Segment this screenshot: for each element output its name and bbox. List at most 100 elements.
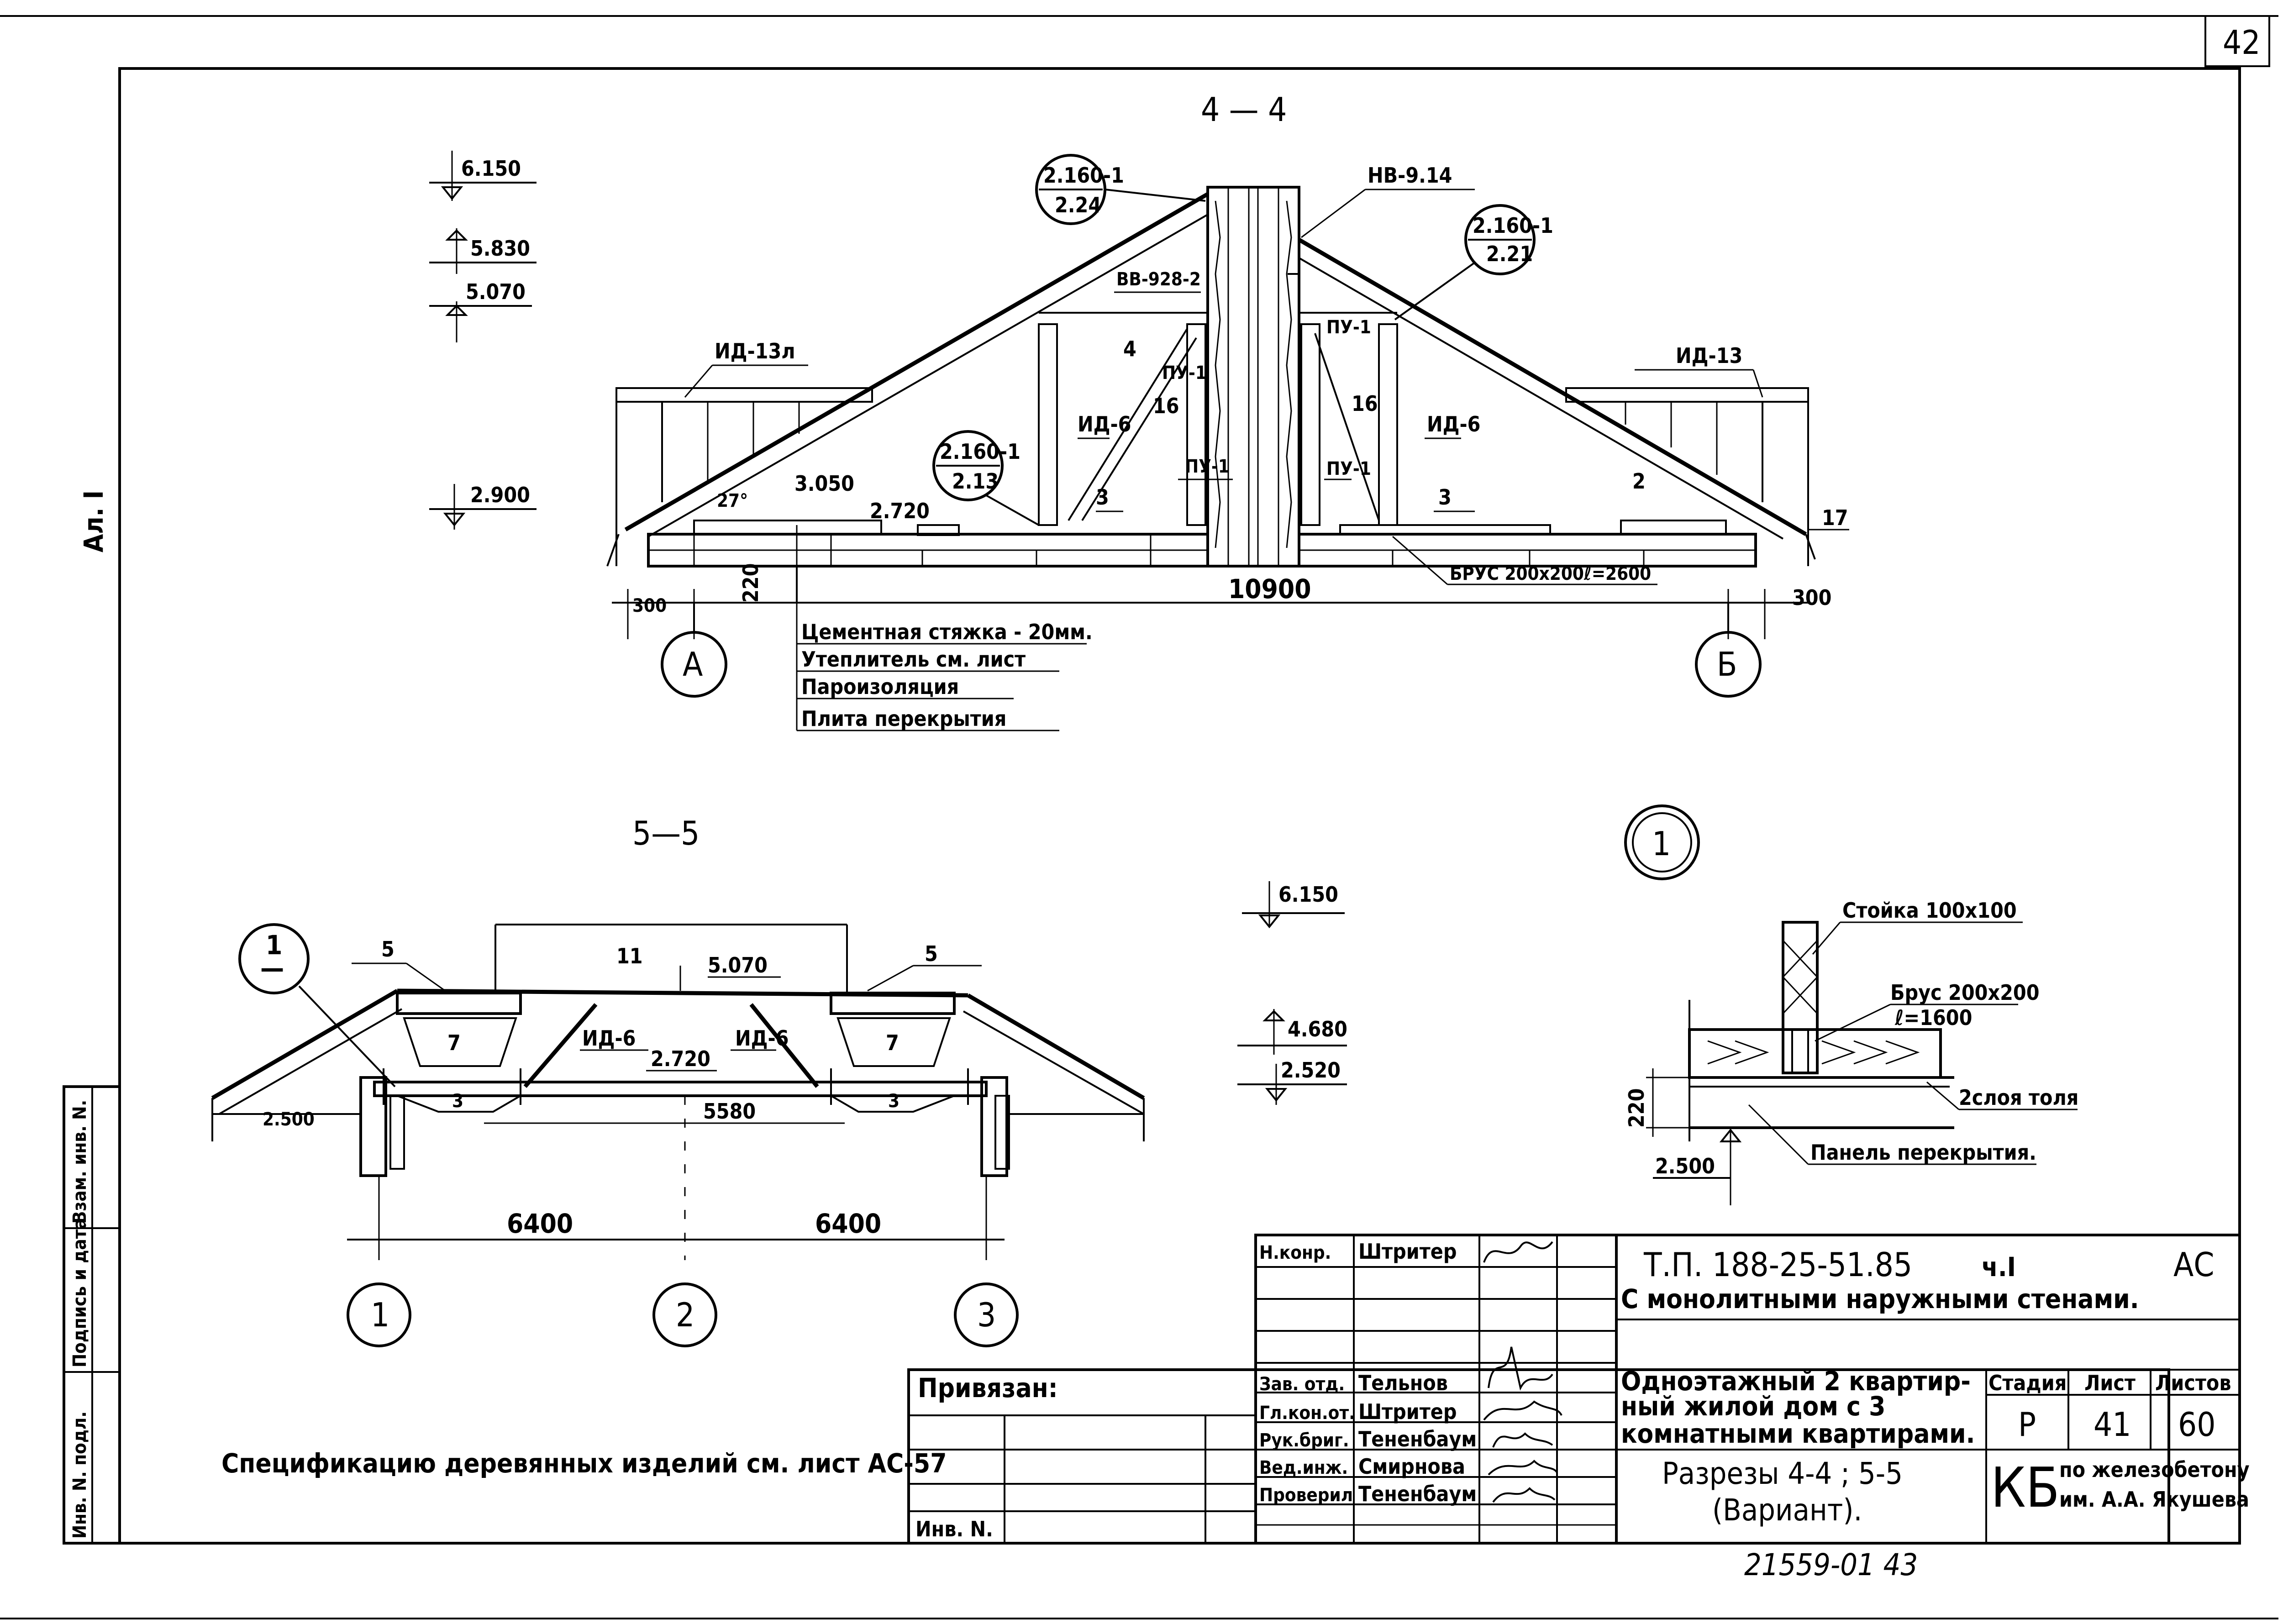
mark-55-n3-left: 3 [452, 1091, 463, 1112]
mark-py1-c: ПУ-1 [1326, 317, 1371, 338]
callout-c-bottom: 2.13 [952, 469, 999, 494]
dim-6400-left: 6400 [507, 1208, 573, 1239]
mark-55-2500: 2.500 [263, 1109, 315, 1130]
stamp-inv-podl: Инв. N. подл. [69, 1411, 90, 1539]
section-55-structure [211, 924, 1145, 1260]
dim-300-left: 300 [632, 595, 667, 616]
stage-value: Р [2018, 1405, 2036, 1444]
layer-screed: Цементная стяжка - 20мм. [801, 620, 1093, 644]
mark-n11: 11 [616, 944, 643, 968]
mark-angle: 27° [717, 490, 748, 511]
detail-panel-label: Панель перекрытия. [1810, 1140, 2036, 1165]
axis-3-label: 3 [977, 1296, 996, 1334]
level-4680: 4.680 [1288, 1017, 1347, 1041]
tp-mark: АС [2173, 1246, 2215, 1284]
org-short: КБ [1991, 1456, 2060, 1520]
mark-5070-b: 5.070 [708, 953, 768, 978]
dim-300-right: 300 [1792, 585, 1831, 610]
mark-n5-left: 5 [381, 937, 395, 962]
level-2520: 2.520 [1281, 1058, 1341, 1083]
mark-n7-right: 7 [886, 1030, 899, 1055]
axis-b-label: Б [1717, 645, 1737, 683]
dim-5580: 5580 [703, 1099, 756, 1124]
mark-2720: 2.720 [870, 499, 930, 523]
section-44-level-marks [429, 151, 537, 530]
mark-n4: 4 [1123, 336, 1136, 361]
mark-n17: 17 [1822, 505, 1848, 530]
callout-55-top: 1 [266, 930, 282, 961]
level-5830: 5.830 [470, 236, 530, 261]
detail-beam-length: ℓ=1600 [1894, 1005, 1972, 1030]
mark-n7-left: 7 [447, 1030, 461, 1055]
callout-a-bottom: 2.24 [1055, 193, 1101, 217]
mark-ida6-right: ИД-6 [1427, 412, 1480, 436]
role-5: Проверил [1259, 1485, 1353, 1506]
level-6150-b: 6.150 [1278, 882, 1338, 907]
name-4: Смирнова [1358, 1454, 1465, 1479]
section-44-roof [606, 186, 1816, 731]
detail-tol-label: 2слоя толя [1959, 1085, 2078, 1110]
axis-b-bubble [1695, 603, 1762, 698]
level-5070-a: 5.070 [466, 279, 526, 304]
callout-55-bottom: — [260, 952, 284, 983]
layer-insulation: Утеплитель см. лист [801, 647, 1026, 672]
left-stamp [63, 1085, 121, 1545]
mark-ida13l: ИД-13л [715, 339, 795, 363]
mark-n5-right: 5 [925, 941, 938, 966]
axis-a-label: А [683, 645, 703, 683]
listov-value: 60 [2178, 1405, 2215, 1444]
axis-a-bubble [661, 603, 727, 698]
tp-part: ч.I [1982, 1251, 2016, 1282]
tp-code: Т.П. 188-25-51.85 [1643, 1246, 1912, 1284]
footer-number: 21559-01 43 [1744, 1547, 1918, 1582]
title-block-grid [907, 1234, 2241, 1545]
signature-marks [1483, 1241, 1562, 1503]
project-line-3: комнатными квартирами. [1621, 1418, 1975, 1449]
dim-10900: 10900 [1228, 573, 1311, 604]
detail-dim-220: 220 [1624, 1088, 1649, 1128]
role-0: Н.конр. [1259, 1242, 1331, 1263]
mark-py1-b: ПУ-1 [1185, 456, 1230, 477]
detail-1-marker [1624, 804, 1700, 880]
level-6150-a: 6.150 [461, 156, 521, 181]
name-5: Тененбаум [1358, 1482, 1477, 1506]
axis-1-label: 1 [371, 1296, 389, 1334]
mark-ida13: ИД-13 [1676, 343, 1742, 368]
name-2: Штритер [1358, 1399, 1457, 1424]
mark-55-ida6-left: ИД-6 [582, 1026, 636, 1051]
section-55-callout [238, 923, 396, 1088]
mark-220: 220 [738, 563, 763, 603]
section-55-leaders [260, 962, 982, 1115]
section-44-title: 4 — 4 [1201, 90, 1287, 129]
detail-beam-label: Брус 200х200 [1890, 980, 2040, 1005]
role-2: Гл.кон.от. [1259, 1403, 1355, 1424]
mark-py1-a: ПУ-1 [1162, 363, 1207, 384]
detail-1-leaders [1748, 921, 2078, 1165]
detail-1-drawing [1646, 921, 1954, 1205]
mark-n3-right: 3 [1438, 485, 1452, 510]
layer-slab: Плита перекрытия [801, 706, 1006, 731]
role-1: Зав. отд. [1259, 1374, 1345, 1395]
callout-b-bottom: 2.21 [1486, 242, 1533, 266]
mark-55-n3-right: 3 [888, 1091, 900, 1112]
list-value: 41 [2094, 1405, 2131, 1444]
mark-n3-left: 3 [1096, 485, 1109, 510]
axis-2-label: 2 [676, 1296, 694, 1334]
project-line-1: Одноэтажный 2 квартир- [1621, 1366, 1971, 1397]
mark-55-ida6-right: ИД-6 [735, 1026, 789, 1051]
layers-list [797, 643, 1087, 731]
mark-py1-d: ПУ-1 [1326, 458, 1371, 479]
callout-22102 [1394, 204, 1536, 321]
callout-c-top: 2.160-1 [940, 439, 1021, 464]
inv-label: Инв. N. [915, 1517, 993, 1541]
mark-n2: 2 [1632, 469, 1646, 494]
callout-21303 [932, 430, 1039, 526]
name-1: Тельнов [1358, 1371, 1448, 1395]
detail-post-label: Стойка 100х100 [1842, 898, 2017, 923]
role-3: Рук.бриг. [1259, 1430, 1349, 1451]
role-4: Вед.инж. [1259, 1457, 1348, 1478]
stage-header: Стадия [1988, 1371, 2067, 1395]
callout-22401 [1035, 154, 1206, 225]
level-2900: 2.900 [470, 483, 530, 507]
